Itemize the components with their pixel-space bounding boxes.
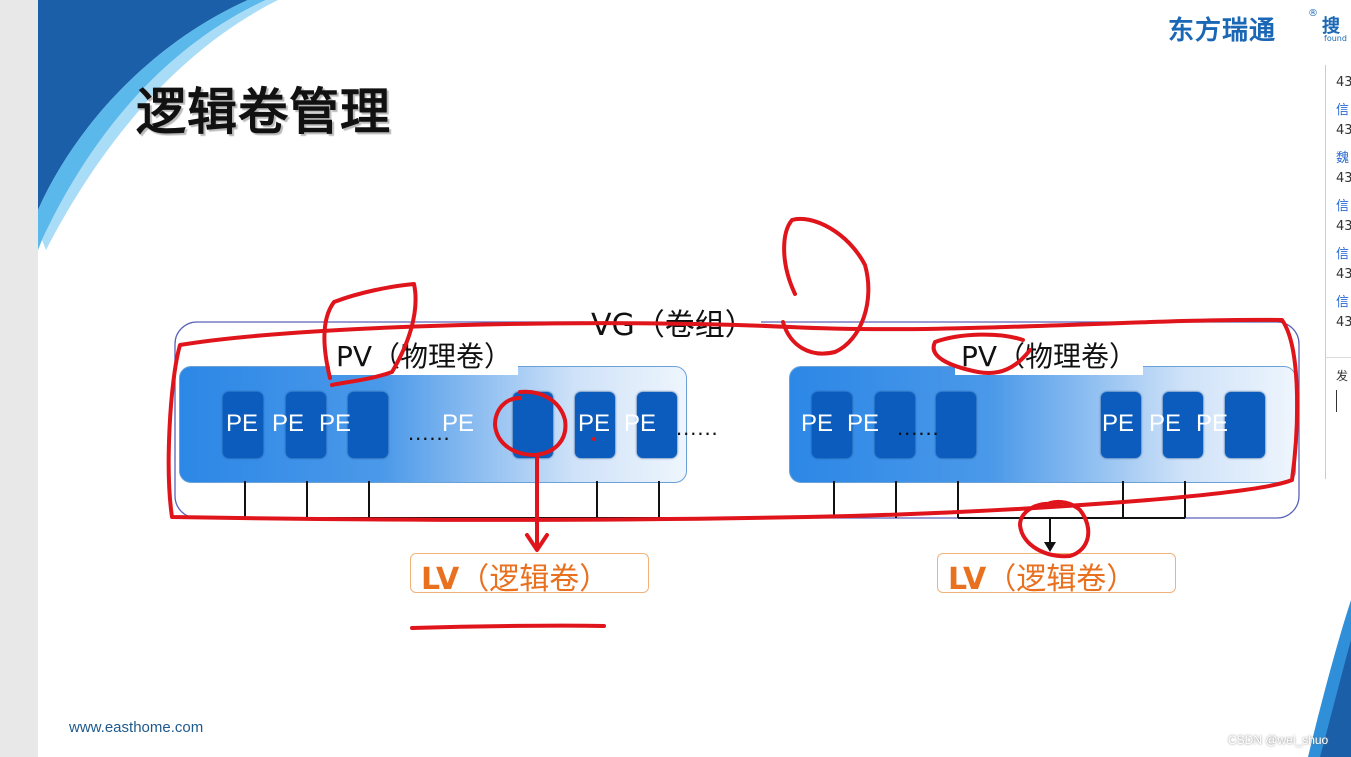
chat-row[interactable]: 信 — [1336, 295, 1350, 310]
pe-block — [1101, 392, 1141, 458]
chat-row[interactable]: 信 — [1336, 199, 1350, 214]
pe-label: PE — [319, 410, 352, 437]
chat-row: 43 — [1336, 219, 1351, 234]
pe-label: PE — [442, 410, 475, 437]
decorative-swoosh-bottom-right — [1308, 600, 1351, 757]
pe-block — [286, 392, 326, 458]
pe-label: PE — [624, 410, 657, 437]
send-label: 发 — [1336, 369, 1349, 383]
ellipsis: ...... — [676, 415, 719, 440]
pe-label: PE — [1102, 410, 1135, 437]
lv-box-left: LV（逻辑卷） — [410, 553, 649, 597]
decorative-swoosh-top-left — [38, 0, 278, 250]
chat-row[interactable]: 魏 — [1336, 151, 1350, 166]
watermark: CSDN @wei_shuo — [1228, 733, 1329, 747]
pe-block — [936, 392, 976, 458]
brand-logo-secondary: 搜 — [1322, 16, 1340, 37]
lv-abbr: LV — [421, 562, 460, 597]
footer-url: www.easthome.com — [69, 719, 204, 736]
pv-label-right: PV（物理卷） — [955, 335, 1144, 375]
chat-row: 43 — [1336, 315, 1351, 330]
lv-box-right: LV（逻辑卷） — [937, 553, 1176, 597]
chat-row: 43 — [1336, 267, 1351, 282]
pe-block — [575, 392, 615, 458]
chat-row: 43 — [1336, 75, 1351, 90]
pe-block — [875, 392, 915, 458]
lv-label-right: LV（逻辑卷） — [948, 554, 1136, 598]
brand-logo-secondary-sub: found — [1324, 34, 1347, 43]
pe-block — [513, 392, 553, 458]
ellipsis: ...... — [897, 415, 940, 440]
registered-mark: ® — [1308, 8, 1318, 19]
brand-logo: 东方瑞通 — [1168, 16, 1277, 46]
lv-label-left: LV（逻辑卷） — [421, 554, 609, 598]
lv-desc: （逻辑卷） — [459, 562, 610, 597]
lv-desc: （逻辑卷） — [986, 562, 1137, 597]
slide-title: 逻辑卷管理 — [136, 83, 391, 141]
pv-label-left: PV（物理卷） — [330, 335, 519, 375]
text-cursor[interactable] — [1336, 390, 1337, 412]
pe-block — [812, 392, 852, 458]
pe-label: PE — [801, 410, 834, 437]
pe-label: PE — [272, 410, 305, 437]
chat-row: 43 — [1336, 123, 1351, 138]
side-chat-panel: 43 信 43 魏 43 信 43 信 43 信 43 发 — [1325, 65, 1351, 479]
chat-row: 43 — [1336, 171, 1351, 186]
pe-label: PE — [226, 410, 259, 437]
pe-label: PE — [578, 410, 611, 437]
chat-row[interactable]: 信 — [1336, 247, 1350, 262]
panel-divider — [1326, 357, 1351, 358]
chat-row[interactable]: 信 — [1336, 103, 1350, 118]
pe-label: PE — [1196, 410, 1229, 437]
ellipsis: ...... — [408, 420, 451, 445]
pe-label: PE — [1149, 410, 1182, 437]
pe-block — [348, 392, 388, 458]
pe-label: PE — [847, 410, 880, 437]
pe-block — [1163, 392, 1203, 458]
pe-block — [637, 392, 677, 458]
lv-abbr: LV — [948, 562, 987, 597]
pe-block — [1225, 392, 1265, 458]
pe-block — [223, 392, 263, 458]
